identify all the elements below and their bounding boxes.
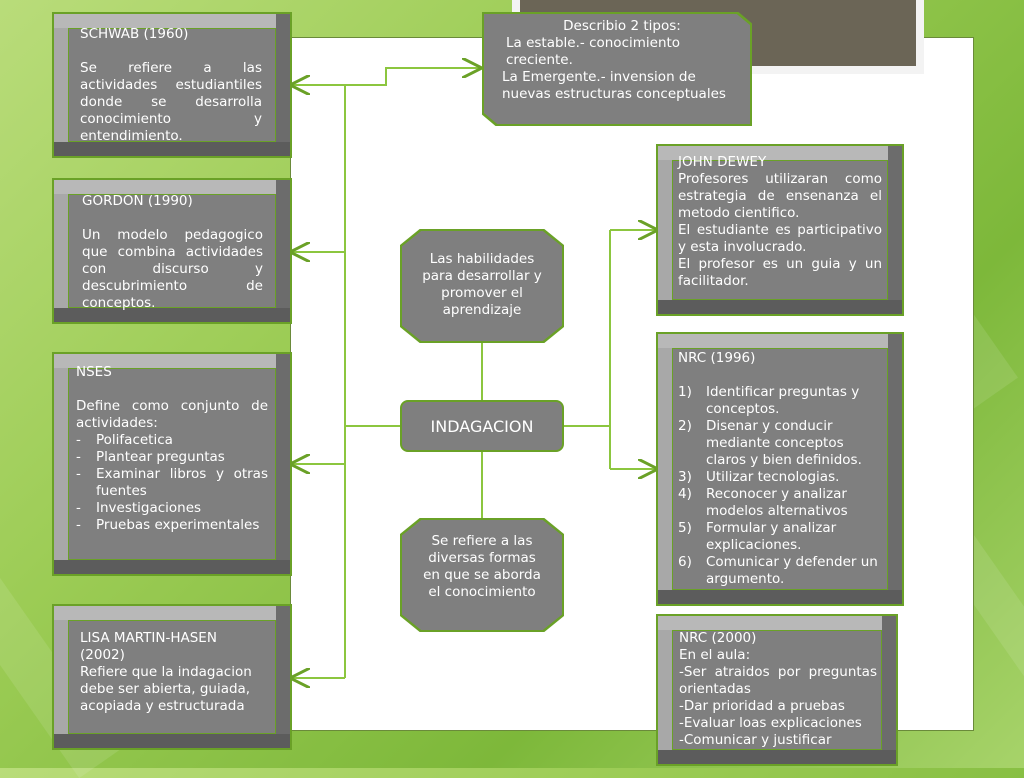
tipos-text: Describio 2 tipos: La estable.- conocimi… — [502, 18, 742, 103]
habilidades-text: Las habilidades para desarrollar y promo… — [422, 251, 542, 318]
nses-intro: Define como conjunto de actividades: — [76, 398, 268, 431]
dewey-text: JOHN DEWEY Profesores utilizaran como es… — [678, 154, 882, 290]
list-item: -Comunicar y justificar — [679, 732, 832, 748]
schwab-box — [52, 12, 292, 158]
nrc2000-title: NRC (2000) — [679, 630, 757, 646]
lisa-text: LISA MARTIN-HASEN (2002) Refiere que la … — [80, 630, 265, 715]
tipos-line1: La estable.- conocimiento creciente. — [506, 35, 681, 68]
schwab-body: Se refiere a las actividades estudiantil… — [80, 60, 262, 144]
refiere-box: Se refiere a las diversas formas en que … — [402, 520, 562, 630]
tipos-box — [482, 12, 752, 126]
list-item: 1)Identificar preguntas y conceptos. — [678, 384, 860, 417]
list-item: -Investigaciones — [76, 500, 202, 516]
list-item: -Evaluar loas explicaciones — [679, 715, 862, 731]
gordon-title: GORDON (1990) — [82, 193, 193, 209]
nses-box — [52, 352, 292, 576]
list-item: -Polifacetica — [76, 432, 173, 448]
gordon-box — [52, 178, 292, 324]
tipos-line2: La Emergente.- invension de nuevas estru… — [502, 69, 726, 102]
lisa-body: Refiere que la indagacion debe ser abier… — [80, 664, 252, 714]
dewey-box — [656, 144, 904, 316]
central-label: INDAGACION — [430, 416, 534, 436]
dewey-line3: El profesor es un guia y un facilitador. — [678, 256, 882, 289]
list-item: 2)Disenar y conducir mediante conceptos … — [678, 418, 862, 468]
gordon-text: GORDON (1990) Un modelo pedagogico que c… — [82, 193, 263, 312]
schwab-title: SCHWAB (1960) — [80, 26, 189, 42]
list-item: -Pruebas experimentales — [76, 517, 260, 533]
list-item: -Examinar libros y otras fuentes — [76, 466, 268, 499]
nses-list: -Polifacetica -Plantear preguntas -Exami… — [76, 432, 268, 534]
list-item: 5)Formular y analizar explicaciones. — [678, 520, 837, 553]
dewey-title: JOHN DEWEY — [678, 154, 767, 170]
nrc1996-box — [656, 332, 904, 606]
nrc2000-text: NRC (2000) En el aula: -Ser atraidos por… — [679, 630, 877, 749]
nrc1996-list: 1)Identificar preguntas y conceptos. 2)D… — [678, 384, 878, 588]
lisa-title: LISA MARTIN-HASEN (2002) — [80, 630, 217, 663]
nrc2000-box — [656, 614, 898, 766]
list-item: -Dar prioridad a pruebas — [679, 698, 845, 714]
central-node: INDAGACION — [400, 400, 564, 452]
nses-text: NSES Define como conjunto de actividades… — [76, 364, 268, 534]
nrc2000-subtitle: En el aula: — [679, 647, 751, 663]
tipos-title: Describio 2 tipos: — [563, 18, 681, 34]
nrc1996-title: NRC (1996) — [678, 350, 756, 366]
list-item: -Ser atraidos por preguntas orientadas — [679, 664, 877, 697]
list-item: 4)Reconocer y analizar modelos alternati… — [678, 486, 848, 519]
habilidades-box: Las habilidades para desarrollar y promo… — [402, 231, 562, 341]
list-item: -Plantear preguntas — [76, 449, 225, 465]
lisa-box — [52, 604, 292, 750]
arrow-to-top-right — [345, 68, 480, 86]
nses-title: NSES — [76, 364, 112, 380]
dewey-line1: Profesores utilizaran como estrategia de… — [678, 171, 882, 221]
dewey-line2: El estudiante es participativo y esta in… — [678, 222, 882, 255]
list-item: 6)Comunicar y defender un argumento. — [678, 554, 878, 587]
nrc1996-text: NRC (1996) 1)Identificar preguntas y con… — [678, 350, 878, 588]
refiere-text: Se refiere a las diversas formas en que … — [423, 533, 541, 600]
gordon-body: Un modelo pedagogico que combina activid… — [82, 227, 263, 311]
list-item: 3)Utilizar tecnologias. — [678, 469, 840, 485]
schwab-text: SCHWAB (1960) Se refiere a las actividad… — [80, 26, 262, 145]
